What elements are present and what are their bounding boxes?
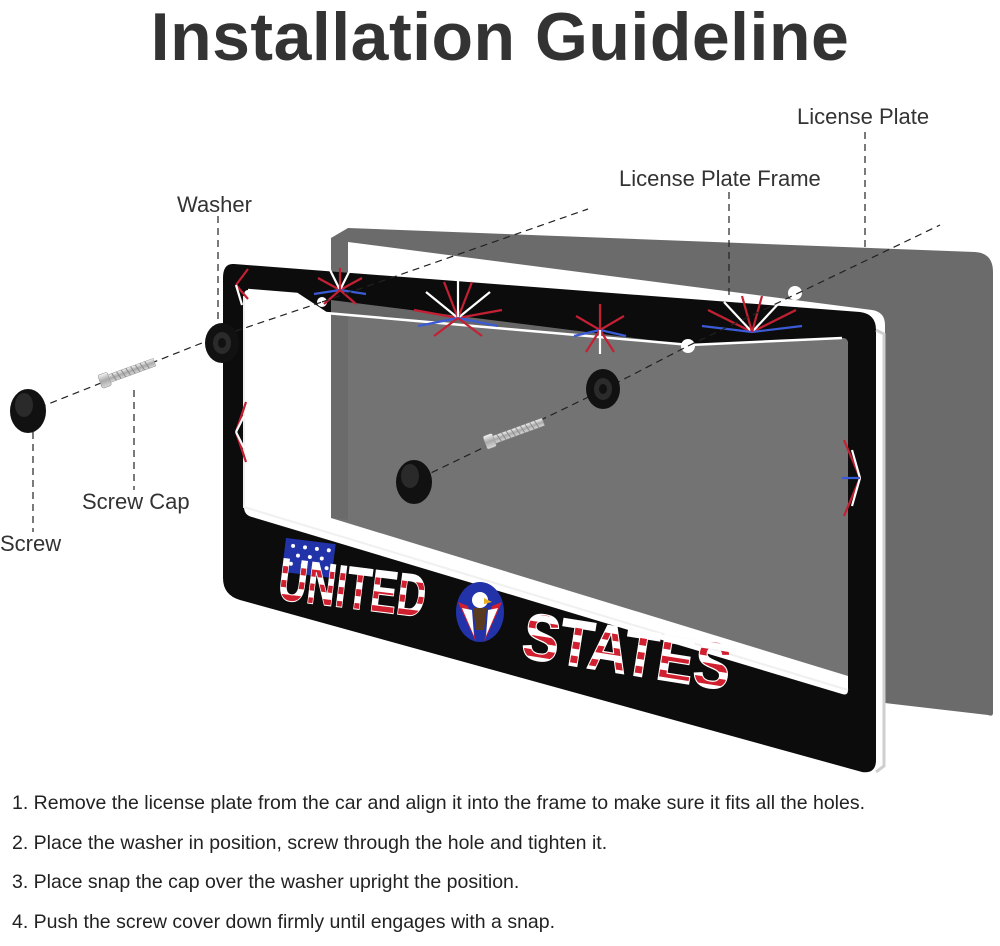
plate-hole (788, 286, 802, 300)
washer-part (205, 323, 239, 363)
label-license-plate: License Plate (797, 104, 929, 130)
label-washer: Washer (177, 192, 252, 218)
label-screw: Screw (0, 531, 61, 557)
step-item: 2. Place the washer in position, screw t… (12, 828, 865, 868)
step-item: 1. Remove the license plate from the car… (12, 788, 865, 828)
step-item: 3. Place snap the cap over the washer up… (12, 867, 865, 907)
label-license-plate-frame: License Plate Frame (619, 166, 821, 192)
screw-cap-part (10, 389, 46, 433)
instruction-steps: 1. Remove the license plate from the car… (12, 788, 865, 946)
label-screw-cap: Screw Cap (82, 489, 190, 515)
svg-text:UNITED: UNITED (275, 546, 430, 631)
eagle-emblem (456, 582, 504, 642)
washer-part (586, 369, 620, 409)
screw-cap-part (396, 460, 432, 504)
screw-part (98, 356, 157, 389)
step-item: 4. Push the screw cover down firmly unti… (12, 907, 865, 946)
